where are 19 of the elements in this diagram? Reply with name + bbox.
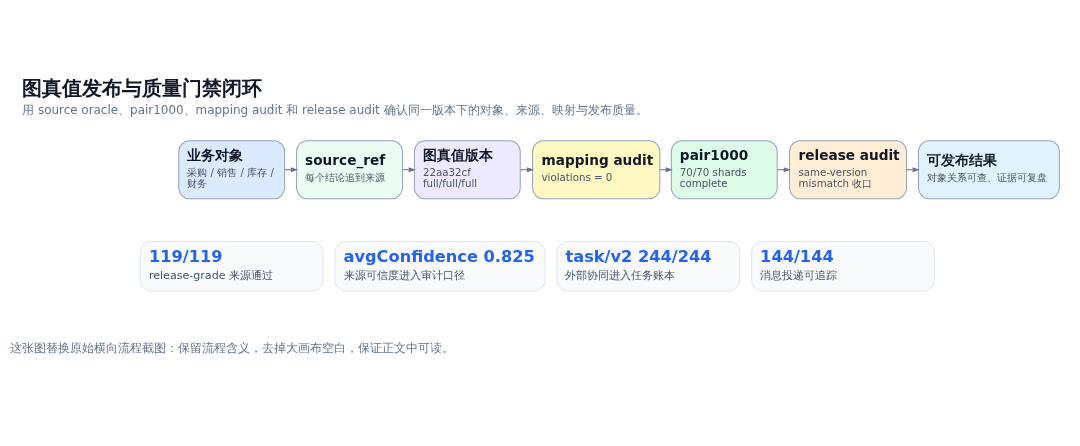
diagram-title: 图真值发布与质量门禁闭环 [22,75,263,100]
arrow [776,167,791,173]
node-box: 图真值版本 22aa32cf full/full/full [413,140,521,200]
node-box: task/v2 244/244 外部协同进入任务账本 [556,240,741,292]
node-box: release audit same-version mismatch 收口 [789,140,908,200]
node-box: 业务对象 采购 / 销售 / 库存 / 财务 [178,140,286,200]
label: 这张图替换原始横向流程截图：保留流程含义，去掉大画布空白，保证正文中可读。 [9,340,454,355]
node-box: 119/119 release-grade 来源通过 [139,240,324,292]
arrow [519,167,535,173]
node-box: avgConfidence 0.825 来源可信度进入审计口径 [334,240,546,292]
arrow [402,167,416,173]
node-box: 可发布结果 对象关系可查、证据可复盘 [917,140,1060,200]
node-box: source_ref 每个结论追到来源 [296,140,403,200]
arrow [284,167,298,173]
node-box: 144/144 消息投递可追踪 [751,240,935,292]
caption: 用 source oracle、pair1000、mapping audit 和 release audit 确认同一版本下的对象、来源、映射与发布质量。 [22,103,648,118]
node-box: mapping audit violations = 0 [532,140,661,200]
node-box: pair1000 70/70 shards complete [670,140,778,200]
arrow [659,167,673,173]
